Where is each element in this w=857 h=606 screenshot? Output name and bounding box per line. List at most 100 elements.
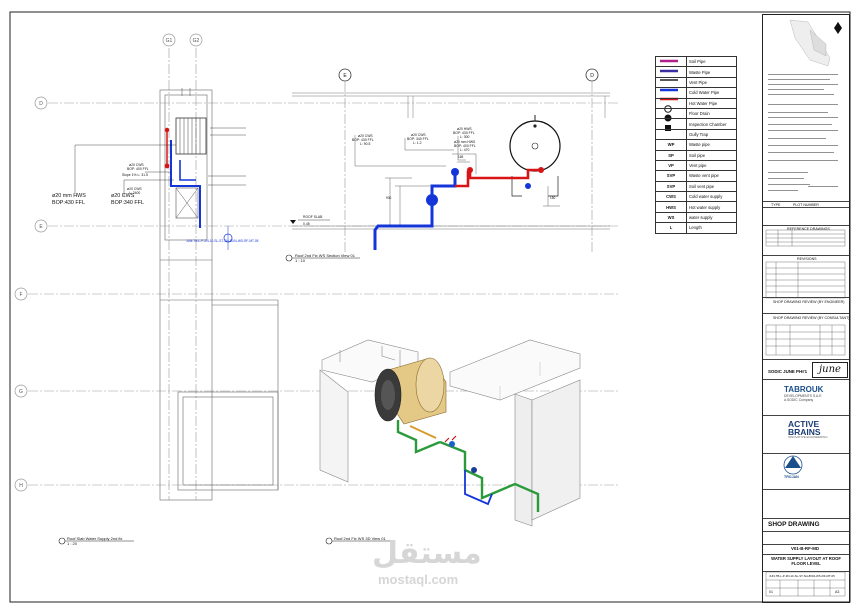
title-block: TYPE PLOT NUMBER REFERENCE DRAWINGS REVI… <box>762 14 850 603</box>
section-dim-3: 150 <box>550 196 556 200</box>
plan-cws2-label: ø20 CWS <box>127 187 142 191</box>
plan-cws-small-label: ø20 CWS <box>129 163 144 167</box>
legend-label: Hot water supply <box>686 201 737 213</box>
section-cws-a-length: L: 90.5 <box>360 142 371 146</box>
legend-symbol <box>655 128 687 141</box>
legend-symbol <box>655 76 687 89</box>
plan-cws-label: ø20 CWS <box>111 193 135 199</box>
tb-drawing-title: WATER SUPPLY LAYOUT AT ROOF FLOOR LEVEL <box>771 556 841 566</box>
section-dim-1: 165 <box>458 155 464 159</box>
tb-sheet-size: A3 <box>835 590 840 594</box>
section-hws-b-bop: BOP: 400 FFL <box>454 144 476 148</box>
tb-revision-no: 01 <box>769 590 773 594</box>
grid-bubble-d: D <box>39 101 43 107</box>
plan-view-title: Roof Slab Water Supply 2nd fix <box>67 536 123 541</box>
section-hws-b: ø20 mm HWS <box>454 140 476 144</box>
shop-drawing-label: SHOP DRAWING <box>768 521 820 528</box>
legend-label: Waste Pipe <box>686 66 737 78</box>
legend-label: Cold Water Pipe <box>686 87 737 99</box>
grid-bubble-d-top: D <box>590 73 594 79</box>
legend-label: water supply <box>686 211 737 224</box>
section-view-scale: 1 : 10 <box>295 258 306 263</box>
grid-bubble-g2: G2 <box>193 38 200 44</box>
legend-symbol: VP <box>655 159 687 172</box>
plan-cws2-length: L: 2400 <box>129 191 141 195</box>
grid-bubble-e-top: E <box>343 73 347 79</box>
legend-label: Vent pipe <box>686 159 737 172</box>
legend-label: Inspection Chamber <box>686 118 737 130</box>
consultant-logo: ACTIVE BRAINS INNOVATIVE ENGINEERING <box>788 419 830 440</box>
grid-bubble-e: E <box>39 224 43 230</box>
legend-label: Soil pipe <box>686 149 737 161</box>
section-roof-slab-label: ROOF SLAB <box>303 215 323 219</box>
section-view-title: Roof 2nd Fix WS Section View 01 <box>295 253 355 258</box>
tb-review-consultant: SHOP DRAWING REVIEW (BY CONSULTANT) <box>773 316 850 320</box>
legend-row: Floor Drain <box>655 107 737 120</box>
legend-symbol <box>655 66 687 78</box>
tb-reference-header: REFERENCE DRAWINGS <box>787 227 830 231</box>
section-cws-b-bop: BOP: 340 FFL <box>407 137 429 141</box>
grid-bubble-g1: G1 <box>166 38 173 44</box>
legend-symbol: WP <box>655 139 687 151</box>
june-logo: june <box>812 362 848 378</box>
legend-row: Hot Water Pipe <box>655 97 737 109</box>
tb-drawing-code: V01-B-RF-MD <box>791 546 820 551</box>
plan-cws-bop: BOP:340 FFL <box>111 200 144 206</box>
plan-cws-small-bop: BOP: 400 FFL <box>127 167 149 171</box>
tb-revisions-header: REVISIONS <box>797 257 817 261</box>
tb-sheet-number: JUN-TB-L-P-ZN-10-SL-ST-SH-8004-WS-RF-MT-… <box>769 574 835 578</box>
section-hws-a-bop: BOP: 430 FFL <box>453 131 475 135</box>
legend-symbol <box>655 107 687 120</box>
section-cws-a-bop: BOP: 430 FFL <box>352 138 374 142</box>
section-roof-level: 0.45 <box>303 222 310 226</box>
consultant-name: ACTIVE BRAINS <box>788 419 821 437</box>
plan-hws-label: ø20 mm HWS <box>52 193 86 199</box>
legend-symbol: WS <box>655 211 687 224</box>
section-view <box>290 92 610 250</box>
developer-logo: TABROUK DEVELOPMENTS S.A.E A SODIC Compa… <box>784 386 823 403</box>
iso-view-title: Roof 2nd Fix WS 3D View 01 <box>334 536 386 541</box>
legend-label: Waste pipe <box>686 139 737 151</box>
legend-symbol: L <box>655 222 687 234</box>
tb-type-header: TYPE <box>771 203 781 207</box>
legend-row: Gully Trap <box>655 128 737 141</box>
contractor-logo-text: TROJAN <box>784 475 799 479</box>
legend-label: Length <box>686 222 737 234</box>
plan-view <box>74 88 279 501</box>
legend-label: Vent Pipe <box>686 76 737 89</box>
developer-subtitle: DEVELOPMENTS S.A.E <box>784 394 822 398</box>
section-cws-b: ø20 CWS <box>411 133 426 137</box>
legend-label: Gully Trap <box>686 128 737 141</box>
developer-name: TABROUK <box>784 385 824 394</box>
section-dim-2: 930 <box>386 196 392 200</box>
section-cws-b-length: L: 1.2 <box>413 141 422 145</box>
grid-bubble-h: H <box>19 483 23 489</box>
legend-symbol <box>655 87 687 99</box>
legend-label: Waste vent pipe <box>686 170 737 182</box>
legend-row: Inspection Chamber <box>655 118 737 130</box>
plan-view-scale: 1 : 20 <box>67 541 78 546</box>
legend-row: Waste Pipe <box>655 66 737 78</box>
watermark-latin: mostaql.com <box>378 572 459 587</box>
tb-project-name: SODIC JUNE PH#1 <box>768 369 808 374</box>
section-hws-a-length: L: 300 <box>460 135 470 139</box>
sheet-border <box>9 11 851 603</box>
legend-symbol <box>655 97 687 109</box>
legend-symbol: CWS <box>655 191 687 203</box>
legend-symbol: SVP <box>655 180 687 193</box>
legend-row: Vent Pipe <box>655 76 737 89</box>
tb-plot-header: PLOT NUMBER <box>793 203 819 207</box>
plan-reference-note: JUN-TB-L-P-ZN-10-SL-ST-SH-8004-WS-RF-MT-… <box>186 239 259 243</box>
legend-symbol <box>655 118 687 130</box>
grid-bubble-f: F <box>19 292 22 298</box>
consultant-subtitle: INNOVATIVE ENGINEERING <box>788 435 828 440</box>
legend-label: Soil vent pipe <box>686 180 737 193</box>
grid-bubbles: G1 G2 E D D E F G H <box>14 33 599 492</box>
